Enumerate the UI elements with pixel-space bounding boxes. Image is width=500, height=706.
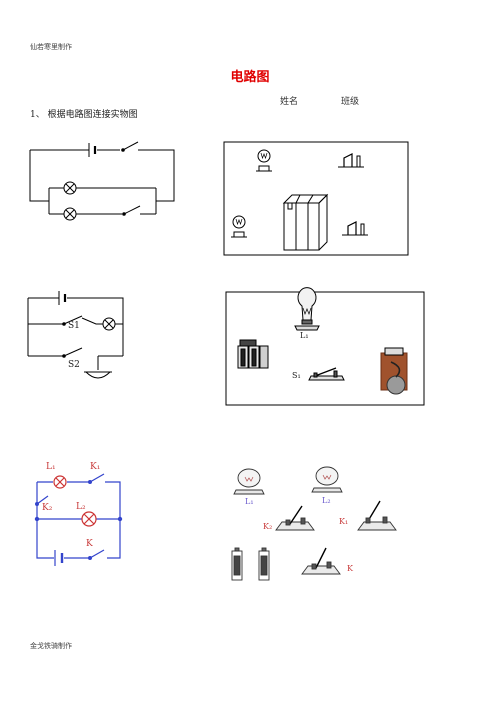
lamp-label-l2: L₂ bbox=[76, 502, 86, 512]
bulb-icon bbox=[311, 466, 343, 493]
switch-label-s1-physical: S₁ bbox=[292, 371, 301, 380]
circuit-3-components bbox=[231, 466, 397, 581]
circuit-2-components bbox=[225, 287, 425, 406]
switch-label-k2: K₂ bbox=[42, 503, 53, 513]
question-1: 1、 根据电路图连接实物图 bbox=[30, 110, 138, 120]
switch-label-k2-physical: K₂ bbox=[263, 522, 273, 531]
class-label: 班级 bbox=[341, 97, 360, 107]
knife-switch-icon bbox=[342, 221, 368, 236]
electric-bell-icon bbox=[380, 347, 408, 395]
circuit-2-diagram bbox=[27, 291, 124, 379]
bulb-icon bbox=[231, 215, 247, 238]
circuit-3-diagram bbox=[34, 473, 121, 566]
bulb-icon bbox=[233, 468, 265, 495]
knife-switch-icon bbox=[357, 500, 397, 531]
knife-switch-icon bbox=[275, 505, 315, 531]
battery-pack-icon bbox=[237, 339, 269, 369]
switch-label-s1: S1 bbox=[68, 321, 80, 331]
circuit-1-components bbox=[223, 141, 409, 256]
battery-pack-icon bbox=[282, 193, 329, 251]
battery-icon bbox=[231, 547, 243, 581]
bulb-label-l1-physical: L₁ bbox=[245, 497, 254, 506]
knife-switch-icon bbox=[338, 153, 364, 168]
page-header: 仙若寒里制作 bbox=[30, 43, 72, 51]
bulb-label-l2-physical: L₂ bbox=[322, 496, 331, 505]
knife-switch-icon bbox=[308, 367, 345, 381]
page-title: 电路图 bbox=[230, 70, 270, 85]
switch-label-k1: K₁ bbox=[90, 462, 101, 472]
knife-switch-icon bbox=[301, 547, 341, 575]
switch-label-k1-physical: K₁ bbox=[339, 517, 349, 526]
bulb-icon bbox=[294, 287, 320, 331]
lamp-label-l1: L₁ bbox=[46, 462, 56, 472]
switch-label-s2: S2 bbox=[68, 360, 80, 370]
battery-icon bbox=[258, 547, 270, 581]
switch-label-k-physical: K bbox=[347, 564, 353, 573]
bulb-icon bbox=[256, 149, 272, 172]
bulb-label-l1: L₁ bbox=[300, 331, 309, 340]
page-footer: 金戈铁骑制作 bbox=[30, 642, 72, 650]
name-label: 姓名 bbox=[280, 97, 299, 107]
switch-label-k: K bbox=[86, 539, 93, 549]
